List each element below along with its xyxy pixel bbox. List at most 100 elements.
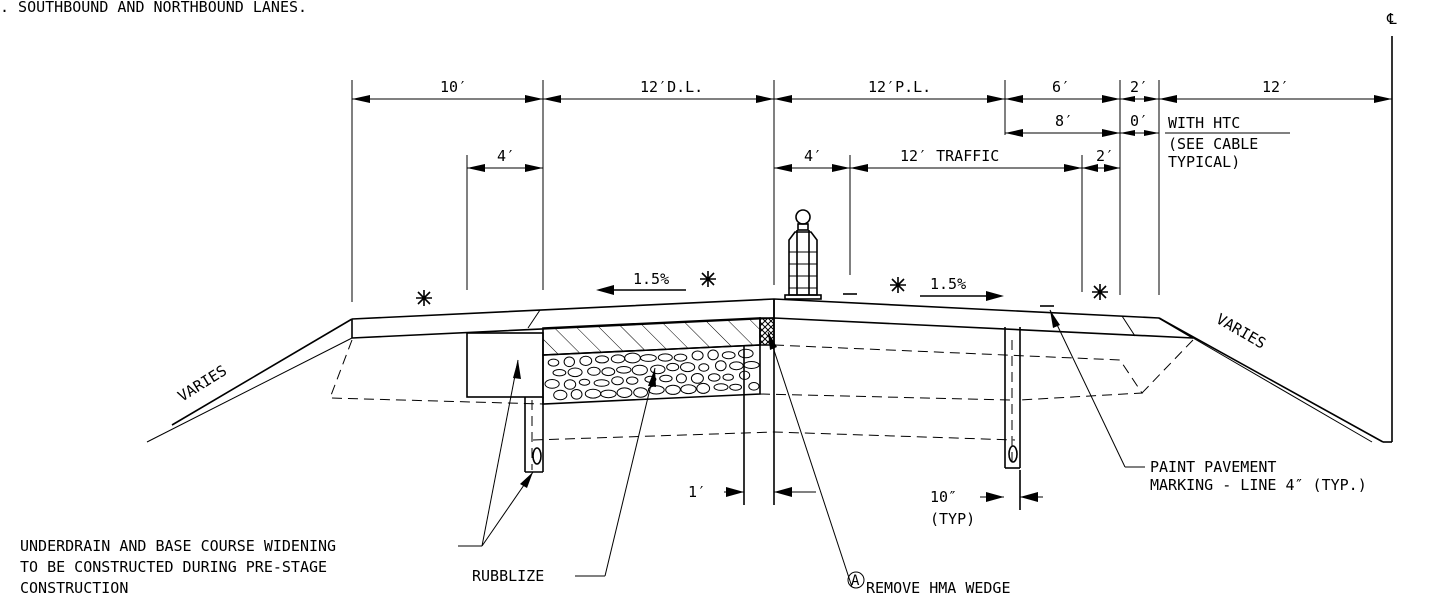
rubble-stone [698,363,710,372]
paint-marking-leader [1049,309,1145,468]
dim-10ft: 10′ [440,78,467,96]
rubble-stone [729,361,744,371]
dim-12ft-traffic: 12′ TRAFFIC [900,147,999,165]
dimension-row-traffic [774,164,1120,172]
rubble-stone [650,364,666,375]
dim-10in [980,492,1043,502]
dimension-row-top [352,95,1392,103]
underdrain-callout-line-1: UNDERDRAIN AND BASE COURSE WIDENING [20,537,336,555]
rubble-stone [624,352,641,364]
rubble-stone [587,366,601,376]
rubble-stone [552,369,567,377]
rubble-stone [610,354,626,364]
rubble-stone [659,374,673,383]
dim-12ft-right: 12′ [1262,78,1289,96]
slope-left [596,285,686,295]
underdrain-leaders [458,359,534,547]
header-note: . SOUTHBOUND AND NORTHBOUND LANES. [0,0,307,16]
rubble-stones [544,348,760,401]
rubble-stone [743,361,760,369]
rubblize-leader [575,367,656,577]
rubble-stone [626,376,639,385]
asterisk-marks [416,271,1108,306]
dim-10in-label: 10″ [930,488,957,506]
htc-note-line-1: WITH HTC [1168,114,1240,132]
remove-wedge-circle-label: A [851,573,860,589]
varies-left: VARIES [175,361,230,405]
rubble-stone [738,348,754,359]
rubble-stone [640,354,657,362]
rubble-stone [593,379,610,387]
side-slope-right [1158,317,1384,443]
dim-4ft-right: 4′ [804,147,822,165]
rubble-stone [715,360,727,372]
rubble-stone [616,387,633,399]
rubble-stone [547,358,560,367]
paint-marking-callout-line-2: MARKING - LINE 4″ (TYP.) [1150,476,1367,494]
rubble-stone [665,384,681,395]
dim-1ft-label: 1′ [688,483,706,501]
subgrade-dashed-lines [329,339,1194,441]
rubble-stone [666,362,680,372]
rubble-stone [675,373,687,384]
dim-12ft-pl: 12′P.L. [868,78,931,96]
traffic-drum-icon [784,209,822,300]
rubble-stone [553,389,568,401]
dimension-row-4ft-left [467,164,543,172]
paint-marking-callout-line-1: PAINT PAVEMENT [1150,458,1276,476]
centerline-symbol: ℄ [1386,10,1397,28]
rubble-stone [570,389,583,400]
rubble-stone [696,382,711,394]
slope-right [920,291,1004,301]
rubble-stone [673,353,688,362]
rubble-stone [600,389,617,399]
rubble-stone [631,364,648,376]
rubble-stone [595,355,609,364]
side-slope-left [146,318,353,443]
rubble-stone [578,378,591,386]
rubble-stone [707,349,719,361]
rubble-stone [722,373,734,381]
underdrain-left [466,332,544,473]
dimension-row-8ft [1005,129,1290,137]
htc-note-line-3: TYPICAL) [1168,153,1240,171]
rubble-stone [584,388,602,399]
dim-8ft: 8′ [1055,112,1073,130]
rubble-stone [680,362,696,373]
htc-note-line-2: (SEE CABLE [1168,135,1258,153]
dim-1ft [724,487,816,497]
rubble-stone [707,373,721,382]
underdrain-callout-line-2: TO BE CONSTRUCTED DURING PRE-STAGE [20,558,327,576]
rubble-stone [563,356,575,368]
rubble-stone [748,382,760,391]
rubble-stone [713,383,729,391]
rubble-stone [657,353,673,362]
rubble-stone [729,383,742,391]
rubble-stone [601,367,616,377]
dim-2ft: 2′ [1130,78,1148,96]
rubble-stone [680,384,697,395]
rubble-stone [611,376,624,386]
slope-left-label: 1.5% [633,270,669,288]
dim-6ft: 6′ [1052,78,1070,96]
dim-12ft-dl: 12′D.L. [640,78,703,96]
rubble-stone [647,385,665,395]
rubblize-callout: RUBBLIZE [472,567,544,585]
remove-wedge-leader [767,331,865,589]
slope-right-label: 1.5% [930,275,966,293]
rubble-stone [579,355,593,366]
rubble-stone [691,350,704,361]
extension-lines [351,80,1160,302]
rubble-stone [690,373,704,384]
dim-0ft: 0′ [1130,112,1148,130]
dim-2ft-lower: 2′ [1096,147,1114,165]
rubble-stone [721,351,736,360]
dim-typ-label: (TYP) [930,510,975,528]
varies-right: VARIES [1213,310,1269,353]
dim-4ft-left: 4′ [497,147,515,165]
rubble-stone [563,379,577,390]
rubble-stone [616,366,632,374]
underdrain-right [1004,327,1021,469]
remove-wedge-callout: REMOVE HMA WEDGE [866,579,1011,597]
